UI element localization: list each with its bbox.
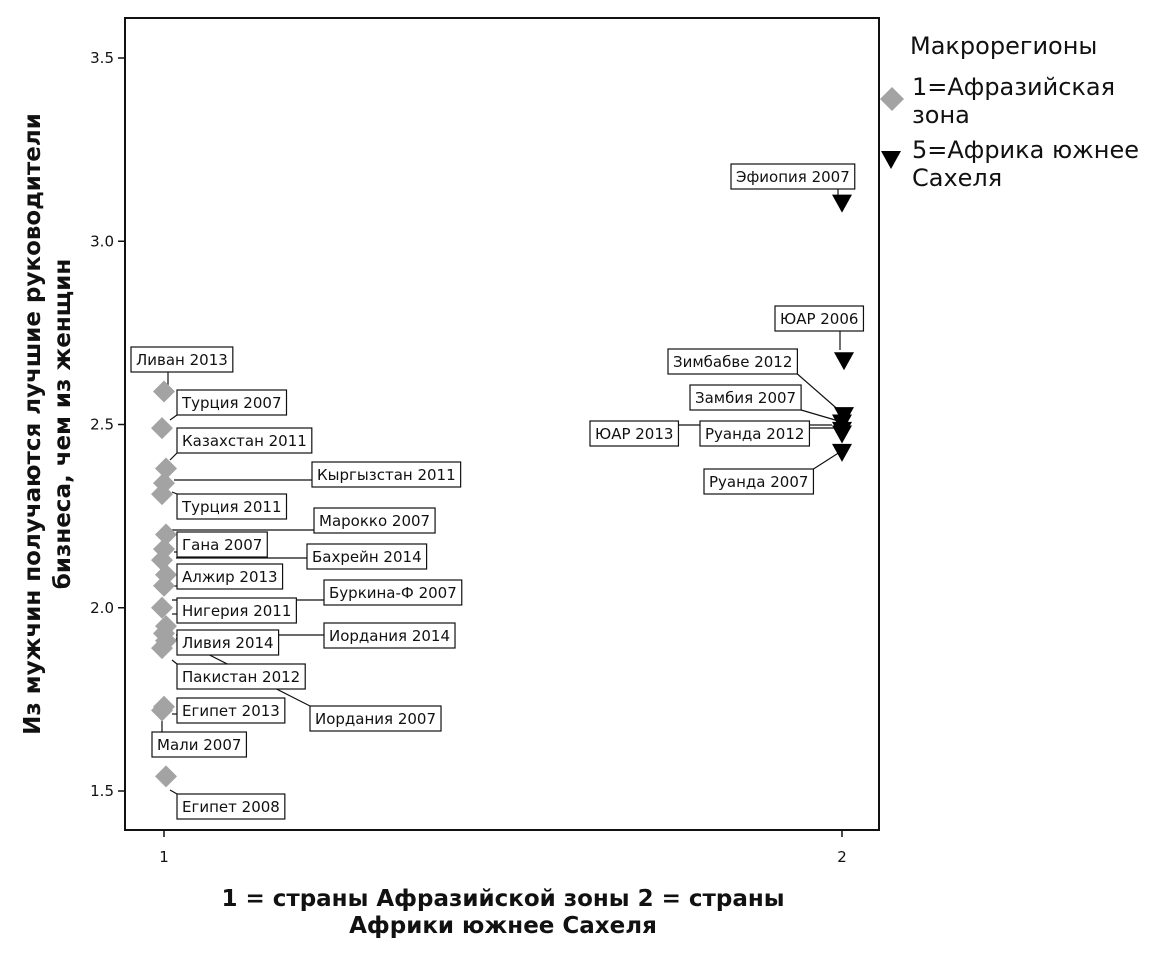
point-label: Турция 2011: [181, 498, 282, 516]
x-axis-title: 1 = страны Афразийской зоны 2 = страны: [221, 886, 784, 912]
diamond-point: [155, 765, 177, 788]
point-label-box: [176, 531, 268, 558]
leader-line: [169, 414, 178, 421]
leader-line: [169, 789, 178, 795]
triangle-point: [832, 425, 852, 444]
diamond-point: [155, 457, 177, 480]
point-label: Зимбабве 2012: [673, 353, 792, 371]
point-label: Бахрейн 2014: [312, 548, 422, 566]
point-label-box: [667, 348, 798, 375]
point-label: Египет 2008: [182, 798, 280, 816]
y-tick-label: 1.5: [90, 782, 114, 800]
x-axis-title: Африки южнее Сахеля: [349, 913, 657, 939]
point-label-box: [176, 563, 284, 590]
y-tick-label: 3.0: [90, 232, 114, 250]
diamond-point: [151, 699, 173, 722]
y-tick-label: 2.5: [90, 416, 114, 434]
point-label-box: [176, 663, 306, 690]
point-label-box: [774, 305, 865, 332]
y-tick-label: 3.5: [90, 49, 114, 67]
point-label-box: [313, 507, 436, 534]
diamond-point: [151, 596, 173, 619]
point-label: ЮАР 2006: [780, 310, 858, 328]
legend-entry-label: зона: [912, 101, 970, 129]
point-label-box: [176, 597, 297, 624]
point-label: Пакистан 2012: [182, 668, 300, 686]
point-label-box: [311, 461, 462, 488]
point-label: Ливия 2014: [182, 634, 274, 652]
legend-title: Макрорегионы: [910, 32, 1097, 60]
point-label: Турция 2007: [181, 394, 282, 412]
diamond-point: [153, 380, 175, 403]
point-label: Руанда 2012: [705, 425, 804, 443]
point-label-box: [176, 629, 280, 656]
point-label: Буркина-Ф 2007: [329, 584, 457, 602]
point-label-box: [323, 622, 456, 649]
point-label-box: [589, 420, 680, 447]
diamond-point: [155, 629, 177, 652]
diamond-point: [151, 417, 173, 440]
y-tick-label: 2.0: [90, 599, 114, 617]
leader-line: [171, 491, 178, 495]
point-label: Замбия 2007: [695, 389, 796, 407]
point-label-box: [176, 493, 288, 520]
point-label: Алжир 2013: [182, 568, 278, 586]
point-label: Марокко 2007: [319, 512, 430, 530]
triangle-point: [834, 352, 854, 371]
triangle-point: [832, 194, 852, 213]
leader-line: [813, 451, 841, 470]
point-label: Мали 2007: [157, 736, 241, 754]
point-label-box: [176, 427, 313, 454]
point-label-box: [176, 389, 288, 416]
diamond-point: [155, 523, 177, 546]
point-label: Нигерия 2011: [182, 602, 291, 620]
point-label: Эфиопия 2007: [736, 168, 850, 186]
point-label-box: [699, 420, 811, 447]
point-label-box: [176, 793, 286, 820]
legend-entry-label: 1=Афразийская: [912, 73, 1115, 101]
point-label: Иордания 2014: [329, 627, 450, 645]
point-label: ЮАР 2013: [595, 425, 673, 443]
x-tick-label: 2: [837, 848, 847, 866]
point-label-box: [130, 346, 234, 373]
point-label-box: [151, 731, 248, 758]
legend-triangle-icon: [881, 151, 901, 169]
point-label: Ливан 2013: [136, 351, 228, 369]
point-label: Египет 2013: [182, 702, 280, 720]
point-label: Гана 2007: [182, 536, 262, 554]
point-label: Руанда 2007: [709, 473, 808, 491]
point-label: Казахстан 2011: [182, 432, 307, 450]
y-axis-title: бизнеса, чем из женщин: [50, 259, 76, 589]
leader-line: [171, 659, 178, 665]
diamond-point: [151, 483, 173, 506]
legend-entry-label: Сахеля: [912, 164, 1002, 192]
point-label-box: [306, 543, 428, 570]
diamond-point: [153, 574, 175, 597]
legend-entry-label: 5=Африка южнее: [912, 136, 1139, 164]
point-label-box: [309, 705, 442, 732]
point-label-box: [689, 384, 802, 411]
x-tick-label: 1: [159, 848, 169, 866]
point-label-box: [323, 579, 463, 606]
point-label: Иордания 2007: [315, 710, 436, 728]
leader-line: [169, 452, 178, 461]
leader-line: [796, 373, 843, 414]
point-label-box: [176, 697, 286, 724]
point-label: Кыргызстан 2011: [317, 466, 456, 484]
y-axis-title: Из мужчин получаются лучшие руководители: [20, 113, 46, 735]
point-label-box: [730, 163, 856, 190]
legend-diamond-icon: [880, 87, 904, 111]
point-label-box: [703, 468, 815, 495]
triangle-point: [832, 443, 852, 462]
